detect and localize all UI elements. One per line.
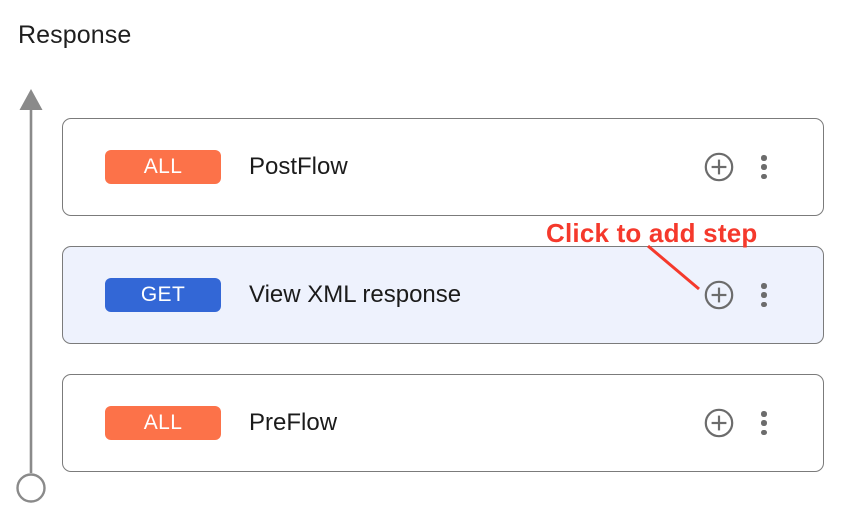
more-vertical-icon[interactable]: [753, 279, 775, 311]
flow-direction-axis: [0, 80, 64, 510]
annotation-label: Click to add step: [546, 218, 758, 248]
method-badge-all: ALL: [105, 406, 221, 440]
flow-step-label: PostFlow: [249, 153, 348, 180]
more-vertical-icon[interactable]: [753, 151, 775, 183]
method-badge-all: ALL: [105, 150, 221, 184]
kebab-dot: [761, 164, 767, 170]
kebab-dot: [761, 420, 767, 426]
flow-step-label: View XML response: [249, 281, 462, 308]
kebab-dot: [761, 283, 767, 289]
flow-step-row-selected[interactable]: GET View XML response: [62, 246, 824, 344]
kebab-dot: [761, 292, 767, 298]
plus-circle-icon[interactable]: [703, 151, 735, 183]
kebab-dot: [761, 411, 767, 417]
kebab-dot: [761, 429, 767, 435]
kebab-dot: [761, 301, 767, 307]
flow-step-label: PreFlow: [249, 409, 338, 436]
flow-step-row[interactable]: ALL PostFlow: [62, 118, 824, 216]
plus-circle-icon[interactable]: [703, 279, 735, 311]
flow-step-row[interactable]: ALL PreFlow: [62, 374, 824, 472]
plus-circle-icon[interactable]: [703, 407, 735, 439]
method-badge-get: GET: [105, 278, 221, 312]
kebab-dot: [761, 173, 767, 179]
page-title: Response: [18, 21, 132, 49]
kebab-dot: [761, 155, 767, 161]
more-vertical-icon[interactable]: [753, 407, 775, 439]
